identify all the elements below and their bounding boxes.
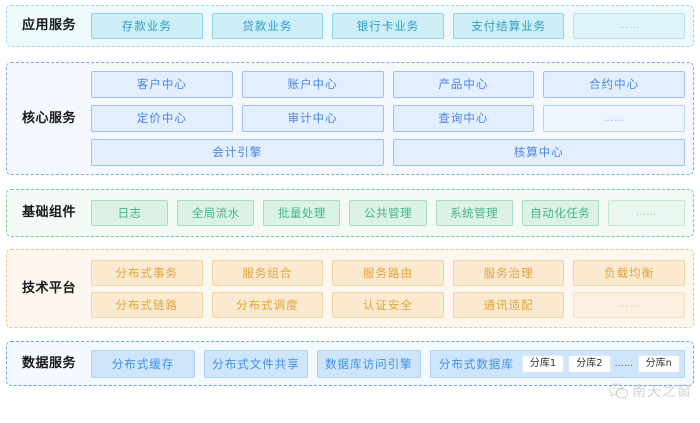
module-card-product-center[interactable]: 产品中心 bbox=[392, 71, 535, 98]
module-card-load-balancing[interactable]: 负载均衡 bbox=[573, 259, 685, 286]
module-card-bankcard[interactable]: 银行卡业务 bbox=[332, 13, 444, 39]
module-card-audit-center[interactable]: 审计中心 bbox=[241, 105, 384, 132]
module-card-account-center[interactable]: 账户中心 bbox=[241, 71, 384, 98]
layer-label-core-services: 核心服务 bbox=[21, 110, 76, 126]
module-card-loan[interactable]: 贷款业务 bbox=[211, 13, 324, 39]
module-card-service-routing[interactable]: 服务路由 bbox=[332, 259, 444, 286]
layer-label-basic-components: 基础组件 bbox=[21, 205, 76, 221]
layer-body-core-services: 客户中心 账户中心 产品中心 合约中心 定价中心 审计中心 查询中心 …… 会计… bbox=[91, 71, 693, 166]
layer-body-basic-components: 日志 全局流水 批量处理 公共管理 系统管理 自动化任务 …… bbox=[91, 200, 693, 226]
module-card-customer-center[interactable]: 客户中心 bbox=[91, 71, 233, 98]
layer-row: 会计引擎 核算中心 bbox=[91, 139, 685, 166]
layer-row: 日志 全局流水 批量处理 公共管理 系统管理 自动化任务 …… bbox=[91, 200, 685, 226]
layer-label-technical-platform: 技术平台 bbox=[21, 280, 76, 296]
layer-basic-components: 基础组件 日志 全局流水 批量处理 公共管理 系统管理 自动化任务 …… bbox=[6, 189, 694, 237]
layer-row: 客户中心 账户中心 产品中心 合约中心 bbox=[91, 71, 685, 98]
layer-body-data-services: 分布式缓存 分布式文件共享 数据库访问引擎 分布式数据库 分库1 分库2 …… … bbox=[91, 349, 693, 378]
module-card-distributed-tracing[interactable]: 分布式链路 bbox=[91, 291, 203, 318]
module-card-distributed-transaction[interactable]: 分布式事务 bbox=[91, 259, 203, 286]
module-card-authentication-security[interactable]: 认证安全 bbox=[332, 291, 444, 318]
layer-label-application-services: 应用服务 bbox=[21, 18, 76, 34]
module-card-log[interactable]: 日志 bbox=[91, 200, 169, 226]
db-shard-n[interactable]: 分库n bbox=[637, 354, 680, 373]
module-card-service-composition[interactable]: 服务组合 bbox=[211, 259, 324, 286]
distributed-database-label: 分布式数据库 bbox=[438, 356, 514, 371]
layer-technical-platform: 技术平台 分布式事务 服务组合 服务路由 服务治理 负载均衡 分布式链路 分布式… bbox=[6, 249, 694, 328]
layer-row: 分布式缓存 分布式文件共享 数据库访问引擎 分布式数据库 分库1 分库2 …… … bbox=[91, 349, 685, 378]
layer-row: 分布式事务 服务组合 服务路由 服务治理 负载均衡 bbox=[91, 259, 685, 286]
module-card-more[interactable]: …… bbox=[607, 200, 685, 226]
module-card-service-governance[interactable]: 服务治理 bbox=[452, 259, 565, 286]
layer-row: 定价中心 审计中心 查询中心 …… bbox=[91, 105, 685, 132]
module-card-system-management[interactable]: 系统管理 bbox=[435, 200, 513, 226]
layer-label-data-services: 数据服务 bbox=[21, 355, 76, 371]
layer-row: 存款业务 贷款业务 银行卡业务 支付结算业务 …… bbox=[91, 13, 685, 39]
db-shard-2[interactable]: 分库2 bbox=[568, 354, 611, 373]
module-card-distributed-file-share[interactable]: 分布式文件共享 bbox=[203, 349, 308, 378]
layer-body-technical-platform: 分布式事务 服务组合 服务路由 服务治理 负载均衡 分布式链路 分布式调度 认证… bbox=[91, 259, 693, 318]
module-card-batch-processing[interactable]: 批量处理 bbox=[263, 200, 341, 226]
module-card-distributed-cache[interactable]: 分布式缓存 bbox=[91, 349, 195, 378]
module-card-accounting-engine[interactable]: 会计引擎 bbox=[91, 139, 384, 166]
module-card-more[interactable]: …… bbox=[543, 105, 685, 132]
module-card-distributed-database[interactable]: 分布式数据库 分库1 分库2 …… 分库n bbox=[429, 349, 685, 378]
module-card-pricing-center[interactable]: 定价中心 bbox=[91, 105, 233, 132]
module-card-db-access-engine[interactable]: 数据库访问引擎 bbox=[316, 349, 421, 378]
module-card-payment-settlement[interactable]: 支付结算业务 bbox=[452, 13, 565, 39]
module-card-more[interactable]: …… bbox=[573, 13, 685, 39]
db-shard-ellipsis: …… bbox=[614, 358, 634, 369]
layer-body-application-services: 存款业务 贷款业务 银行卡业务 支付结算业务 …… bbox=[91, 13, 693, 39]
layer-data-services: 数据服务 分布式缓存 分布式文件共享 数据库访问引擎 分布式数据库 分库1 分库… bbox=[6, 341, 694, 386]
db-shard-1[interactable]: 分库1 bbox=[521, 354, 565, 373]
module-card-communication-adaptation[interactable]: 通讯适配 bbox=[452, 291, 565, 318]
module-card-public-management[interactable]: 公共管理 bbox=[349, 200, 427, 226]
module-card-more[interactable]: …… bbox=[573, 291, 685, 318]
module-card-contract-center[interactable]: 合约中心 bbox=[543, 71, 685, 98]
module-card-deposit[interactable]: 存款业务 bbox=[91, 13, 203, 39]
layer-application-services: 应用服务 存款业务 贷款业务 银行卡业务 支付结算业务 …… bbox=[6, 5, 694, 47]
layer-row: 分布式链路 分布式调度 认证安全 通讯适配 …… bbox=[91, 291, 685, 318]
module-card-query-center[interactable]: 查询中心 bbox=[392, 105, 535, 132]
module-card-distributed-scheduling[interactable]: 分布式调度 bbox=[211, 291, 324, 318]
module-card-settlement-center[interactable]: 核算中心 bbox=[392, 139, 685, 166]
module-card-automation-task[interactable]: 自动化任务 bbox=[521, 200, 599, 226]
layer-core-services: 核心服务 客户中心 账户中心 产品中心 合约中心 定价中心 审计中心 查询中心 … bbox=[6, 62, 694, 175]
module-card-global-flow[interactable]: 全局流水 bbox=[177, 200, 255, 226]
